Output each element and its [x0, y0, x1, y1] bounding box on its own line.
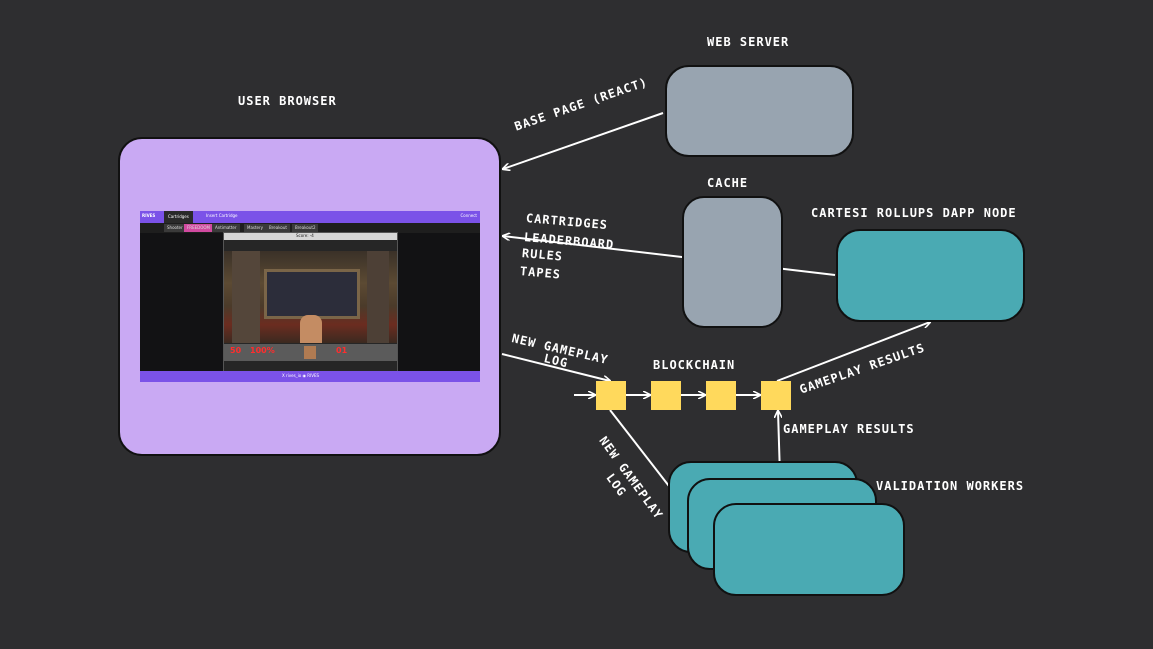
block-3	[706, 381, 736, 410]
dapp-node-label: CARTESI ROLLUPS DAPP NODE	[811, 206, 1017, 220]
edge-label-tapes: TAPES	[519, 264, 562, 282]
screenshot-connect[interactable]: Connect	[460, 213, 477, 218]
game-shelf	[264, 269, 360, 319]
screenshot-tab-cartridges[interactable]: Cartridges	[164, 211, 193, 223]
hud-face-icon	[304, 346, 316, 359]
screenshot-chip-row: Shooter FREEDOOM Antimatter Mastery Brea…	[140, 223, 480, 233]
screenshot-top-bar: RIVES Cartridges Insert Cartridge Connec…	[140, 211, 480, 223]
dapp-node	[836, 229, 1025, 322]
cache-label: CACHE	[707, 176, 749, 190]
screenshot-chip[interactable]: FREEDOOM	[184, 224, 213, 232]
screenshot-logo: RIVES	[142, 213, 156, 218]
edge-label-results-from-workers: GAMEPLAY RESULTS	[783, 422, 915, 436]
hud-ammo: 50	[230, 346, 242, 355]
screenshot-game-hud: 50 100% 01	[224, 344, 397, 361]
web-server-node	[665, 65, 854, 157]
hud-health: 100%	[250, 346, 275, 355]
screenshot-chip[interactable]: Antimatter	[212, 224, 240, 232]
screenshot-footer: X rives_io ◉ RIVES	[140, 371, 480, 382]
screenshot-chip[interactable]: Shooter	[164, 224, 186, 232]
screenshot-chip[interactable]: Breakout2	[292, 224, 319, 232]
game-weapon	[300, 315, 322, 343]
edge-label-rules: RULES	[521, 246, 564, 264]
validation-workers-label: VALIDATION WORKERS	[876, 479, 1025, 493]
game-pillar-right	[367, 251, 389, 343]
screenshot-tab-insert[interactable]: Insert Cartridge	[206, 213, 238, 218]
screenshot-game-viewport[interactable]	[224, 251, 397, 343]
edge-browser-to-chain	[501, 353, 610, 381]
block-2	[651, 381, 681, 410]
edge-server-to-browser	[503, 112, 664, 169]
hud-armor: 01	[336, 346, 348, 355]
edge-chain-to-node	[776, 322, 930, 382]
screenshot-chip[interactable]: Mastery	[244, 224, 267, 232]
block-1	[596, 381, 626, 410]
screenshot-game-window: Score: -4 50 100% 01	[223, 232, 398, 372]
worker-box-3	[713, 503, 905, 596]
blockchain-label: BLOCKCHAIN	[653, 358, 736, 372]
cache-node	[682, 196, 783, 328]
screenshot-game-titlebar: Score: -4	[224, 233, 397, 240]
user-browser-label: USER BROWSER	[238, 94, 337, 108]
game-pillar-left	[232, 251, 260, 343]
block-4	[761, 381, 791, 410]
screenshot-game-score: Score: -4	[296, 233, 314, 238]
screenshot-chip[interactable]: Breakout	[266, 224, 290, 232]
browser-screenshot: RIVES Cartridges Insert Cartridge Connec…	[140, 211, 480, 382]
web-server-label: WEB SERVER	[707, 35, 790, 49]
screenshot-footer-links[interactable]: X rives_io ◉ RIVES	[282, 373, 320, 378]
